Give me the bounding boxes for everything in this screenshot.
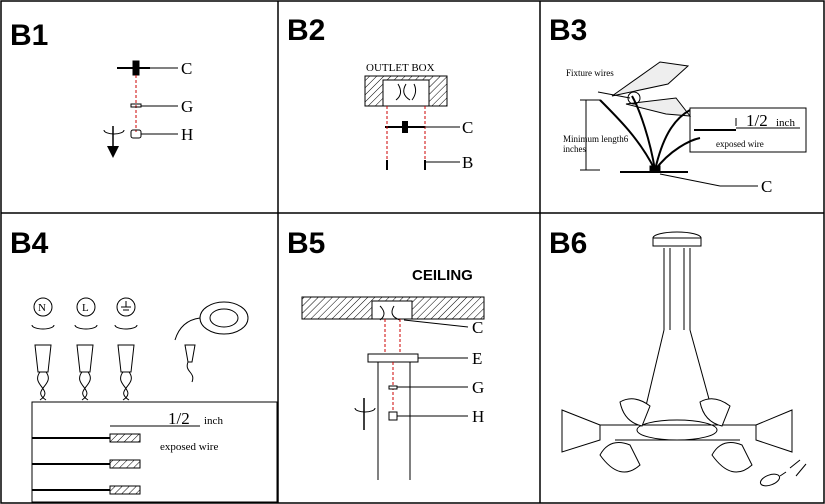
ceiling-title: CEILING <box>412 267 473 284</box>
bulb-icon <box>759 459 807 487</box>
panel-label-b1: B1 <box>10 19 48 52</box>
part-label-e: E <box>472 349 482 368</box>
fixture-wires-label: Fixture wires <box>566 68 614 78</box>
panel-b2: B2 OUTLET BOX C B <box>287 14 473 172</box>
part-label-g: G <box>472 378 484 397</box>
cross-bar-part <box>117 60 178 132</box>
wire-nut-connectors <box>34 344 135 401</box>
lock-washer-part <box>130 103 178 108</box>
fixture-wires <box>599 95 701 171</box>
panel-b5: B5 CEILING C E G H <box>287 227 485 480</box>
wire-strip-detail <box>31 401 278 503</box>
panel-label-b3: B3 <box>549 14 587 47</box>
panel-label-b6: B6 <box>549 227 587 260</box>
ceiling-drawing <box>301 296 485 480</box>
chandelier-drawing <box>561 231 793 473</box>
part-label-c: C <box>472 318 483 337</box>
half-inch-value: 1/2 <box>168 409 190 428</box>
part-label-c: C <box>181 59 192 78</box>
cap-nut-part <box>103 126 178 158</box>
outlet-box-title: OUTLET BOX <box>366 62 435 74</box>
part-label-h: H <box>472 407 484 426</box>
exposed-wire-label: exposed wire <box>716 139 764 149</box>
svg-text:L: L <box>82 302 89 314</box>
part-label-c: C <box>761 177 772 196</box>
part-label-c: C <box>462 118 473 137</box>
min-length-label-2: inches <box>563 144 586 154</box>
inch-unit: inch <box>776 117 795 129</box>
min-length-label-1: Minimum length6 <box>563 134 629 144</box>
inch-unit: inch <box>204 415 223 427</box>
neutral-symbol: N <box>31 297 55 330</box>
outlet-box-drawing <box>364 75 460 170</box>
half-inch-value: 1/2 <box>746 111 768 130</box>
panel-label-b4: B4 <box>10 227 49 260</box>
panel-label-b2: B2 <box>287 14 325 47</box>
panel-b1: B1 C G H <box>10 19 193 158</box>
part-label-h: H <box>181 125 193 144</box>
exposed-wire-label: exposed wire <box>160 441 218 453</box>
panel-label-b5: B5 <box>287 227 325 260</box>
ground-icon <box>114 297 138 330</box>
live-symbol: L <box>74 297 98 330</box>
exposed-wire-detail <box>689 107 807 153</box>
svg-text:N: N <box>38 302 46 314</box>
ceiling-plate <box>620 165 758 187</box>
length-dimension <box>580 99 600 171</box>
wire-stripper-icon <box>597 61 692 117</box>
electrical-tape-icon <box>174 301 249 383</box>
panel-b4: B4 N L <box>10 227 278 503</box>
part-label-g: G <box>181 97 193 116</box>
part-label-b: B <box>462 153 473 172</box>
panel-b6: B6 <box>549 227 807 487</box>
panel-b3: B3 Fixture wires Minimum length6 inches <box>549 14 807 196</box>
